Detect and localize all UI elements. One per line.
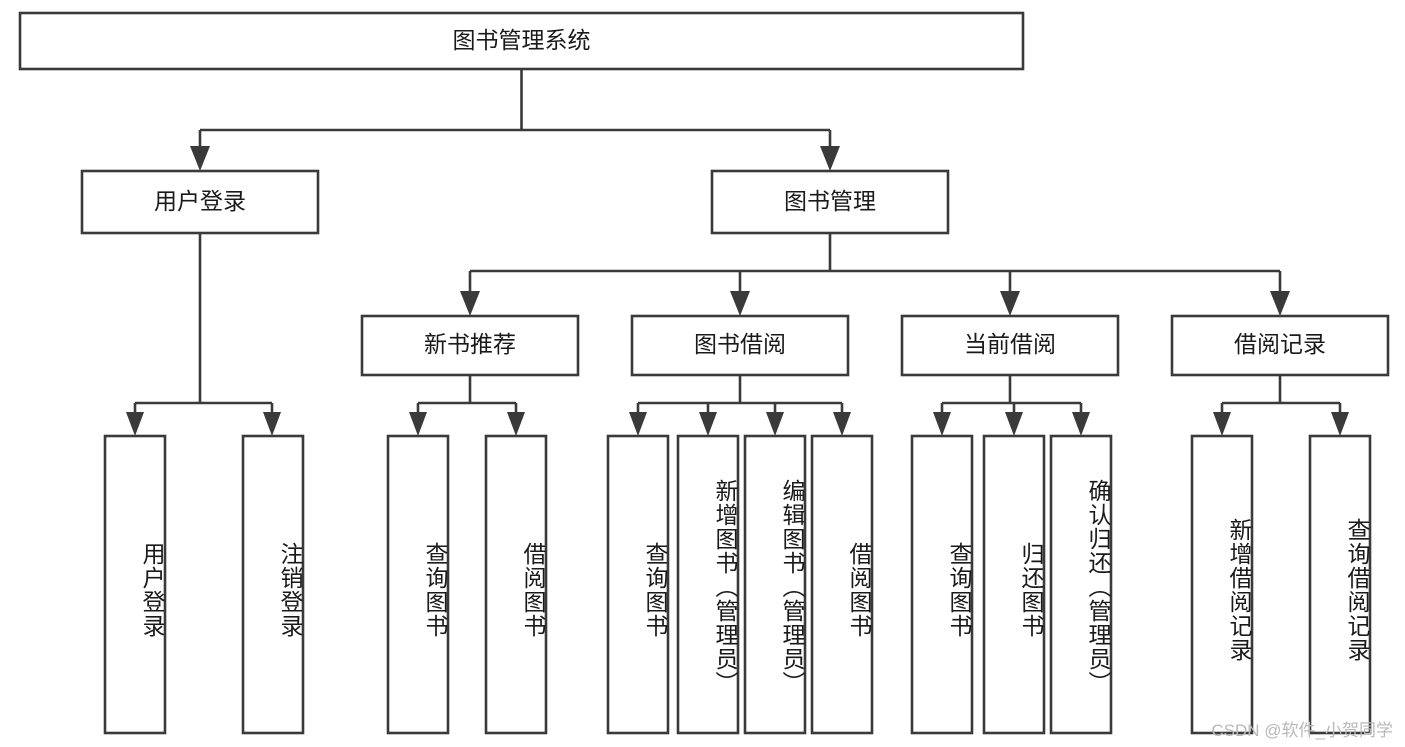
arrowhead-to-leaf-logout: [263, 412, 281, 436]
arrowhead-to-leaf-return-book: [1005, 412, 1023, 436]
node-root-label: 图书管理系统: [453, 27, 591, 53]
arrowhead-to-book-borrow: [730, 291, 750, 316]
arrowhead-to-leaf-user-login: [126, 412, 144, 436]
node-leaf-edit-book[interactable]: 编辑图书（管理员）: [743, 434, 807, 735]
node-leaf-query-book-2[interactable]: 查询图书: [606, 434, 670, 735]
node-borrow-record-label: 借阅记录: [1234, 331, 1326, 357]
arrowhead-to-leaf-query-book-3: [933, 412, 951, 436]
node-leaf-return-book[interactable]: 归还图书: [982, 434, 1046, 735]
node-book-borrow[interactable]: 图书借阅: [630, 314, 850, 377]
node-borrow-record-box[interactable]: [1170, 314, 1390, 377]
arrowhead-to-borrow-record: [1270, 291, 1290, 316]
connector-layer: [126, 69, 1349, 436]
node-book-borrow-box[interactable]: [630, 314, 850, 377]
node-leaf-edit-book-box[interactable]: [743, 434, 807, 735]
node-new-book-rec[interactable]: 新书推荐: [360, 314, 580, 377]
node-leaf-borrow-book-1-box[interactable]: [484, 434, 548, 735]
node-leaf-add-book-box[interactable]: [676, 434, 740, 735]
connector-currentborrow-to-leaves: [940, 375, 1083, 418]
node-leaf-query-record-box[interactable]: [1308, 434, 1372, 735]
node-leaf-confirm-return[interactable]: 确认归还（管理员）: [1049, 434, 1113, 735]
node-user-login-label: 用户登录: [154, 188, 246, 214]
node-leaf-query-book-2-box[interactable]: [606, 434, 670, 735]
arrowhead-to-leaf-query-book-1: [409, 412, 427, 436]
arrowhead-to-leaf-edit-book: [766, 412, 784, 436]
node-leaf-query-book-2-label: 查询图书: [642, 541, 668, 638]
arrowhead-to-leaf-confirm-return: [1072, 412, 1090, 436]
node-leaf-logout[interactable]: 注销登录: [241, 434, 305, 735]
node-leaf-query-book-3[interactable]: 查询图书: [910, 434, 974, 735]
node-leaf-confirm-return-label: 确认归还（管理员）: [1085, 479, 1111, 695]
node-leaf-add-record-label: 新增借阅记录: [1226, 517, 1252, 662]
arrowhead-to-new-book-rec: [460, 291, 480, 316]
node-new-book-rec-label: 新书推荐: [424, 331, 516, 357]
node-leaf-user-login-label: 用户登录: [139, 541, 165, 638]
node-leaf-user-login-box[interactable]: [103, 434, 167, 735]
arrowhead-to-leaf-query-record: [1331, 412, 1349, 436]
node-user-login-box[interactable]: [80, 169, 320, 235]
node-leaf-add-record-box[interactable]: [1190, 434, 1254, 735]
arrowhead-to-user-login: [190, 146, 210, 171]
connector-userlogin-to-leaves: [133, 233, 274, 418]
node-user-login[interactable]: 用户登录: [80, 169, 320, 235]
node-leaf-return-book-box[interactable]: [982, 434, 1046, 735]
node-book-manage[interactable]: 图书管理: [710, 169, 950, 235]
arrowhead-to-book-manage: [820, 146, 840, 171]
node-current-borrow-label: 当前借阅: [964, 331, 1056, 357]
connector-newbook-to-leaves: [416, 375, 518, 418]
node-new-book-rec-box[interactable]: [360, 314, 580, 377]
connector-bookmanage-to-bus: [468, 233, 1282, 296]
node-root-box[interactable]: [18, 11, 1025, 71]
connector-bookborrow-to-leaves: [636, 375, 844, 418]
arrowhead-to-current-borrow: [1000, 291, 1020, 316]
node-leaf-logout-box[interactable]: [241, 434, 305, 735]
arrowhead-to-leaf-add-record: [1213, 412, 1231, 436]
node-leaf-borrow-book-1-label: 借阅图书: [520, 541, 546, 638]
node-leaf-query-book-1-label: 查询图书: [422, 541, 448, 638]
node-book-borrow-label: 图书借阅: [694, 331, 786, 357]
node-leaf-query-book-1-box[interactable]: [386, 434, 450, 735]
node-leaf-borrow-book-2-box[interactable]: [810, 434, 874, 735]
node-leaf-add-book-label: 新增图书（管理员）: [712, 479, 738, 695]
node-root[interactable]: 图书管理系统: [18, 11, 1025, 71]
node-leaf-logout-label: 注销登录: [277, 541, 303, 638]
node-leaf-add-record[interactable]: 新增借阅记录: [1190, 434, 1254, 735]
node-leaf-query-record-label: 查询借阅记录: [1344, 517, 1370, 662]
node-leaf-confirm-return-box[interactable]: [1049, 434, 1113, 735]
node-current-borrow[interactable]: 当前借阅: [900, 314, 1120, 377]
connector-borrowrecord-to-leaves: [1220, 375, 1342, 418]
node-book-manage-label: 图书管理: [784, 188, 876, 214]
node-leaf-query-book-1[interactable]: 查询图书: [386, 434, 450, 735]
node-book-manage-box[interactable]: [710, 169, 950, 235]
node-leaf-borrow-book-2[interactable]: 借阅图书: [810, 434, 874, 735]
node-leaf-edit-book-label: 编辑图书（管理员）: [779, 479, 805, 695]
node-borrow-record[interactable]: 借阅记录: [1170, 314, 1390, 377]
arrowhead-to-leaf-add-book: [699, 412, 717, 436]
connector-root-to-bus: [198, 69, 832, 152]
arrowhead-to-leaf-borrow-book-2: [833, 412, 851, 436]
node-leaf-query-book-3-label: 查询图书: [946, 541, 972, 638]
node-current-borrow-box[interactable]: [900, 314, 1120, 377]
node-leaf-borrow-book-2-label: 借阅图书: [846, 541, 872, 638]
node-leaf-query-book-3-box[interactable]: [910, 434, 974, 735]
node-leaf-user-login[interactable]: 用户登录: [103, 434, 167, 735]
node-leaf-borrow-book-1[interactable]: 借阅图书: [484, 434, 548, 735]
arrowhead-to-leaf-query-book-2: [629, 412, 647, 436]
node-leaf-query-record[interactable]: 查询借阅记录: [1308, 434, 1372, 735]
node-leaf-add-book[interactable]: 新增图书（管理员）: [676, 434, 740, 735]
arrowhead-to-leaf-borrow-book-1: [507, 412, 525, 436]
node-leaf-return-book-label: 归还图书: [1018, 541, 1044, 638]
